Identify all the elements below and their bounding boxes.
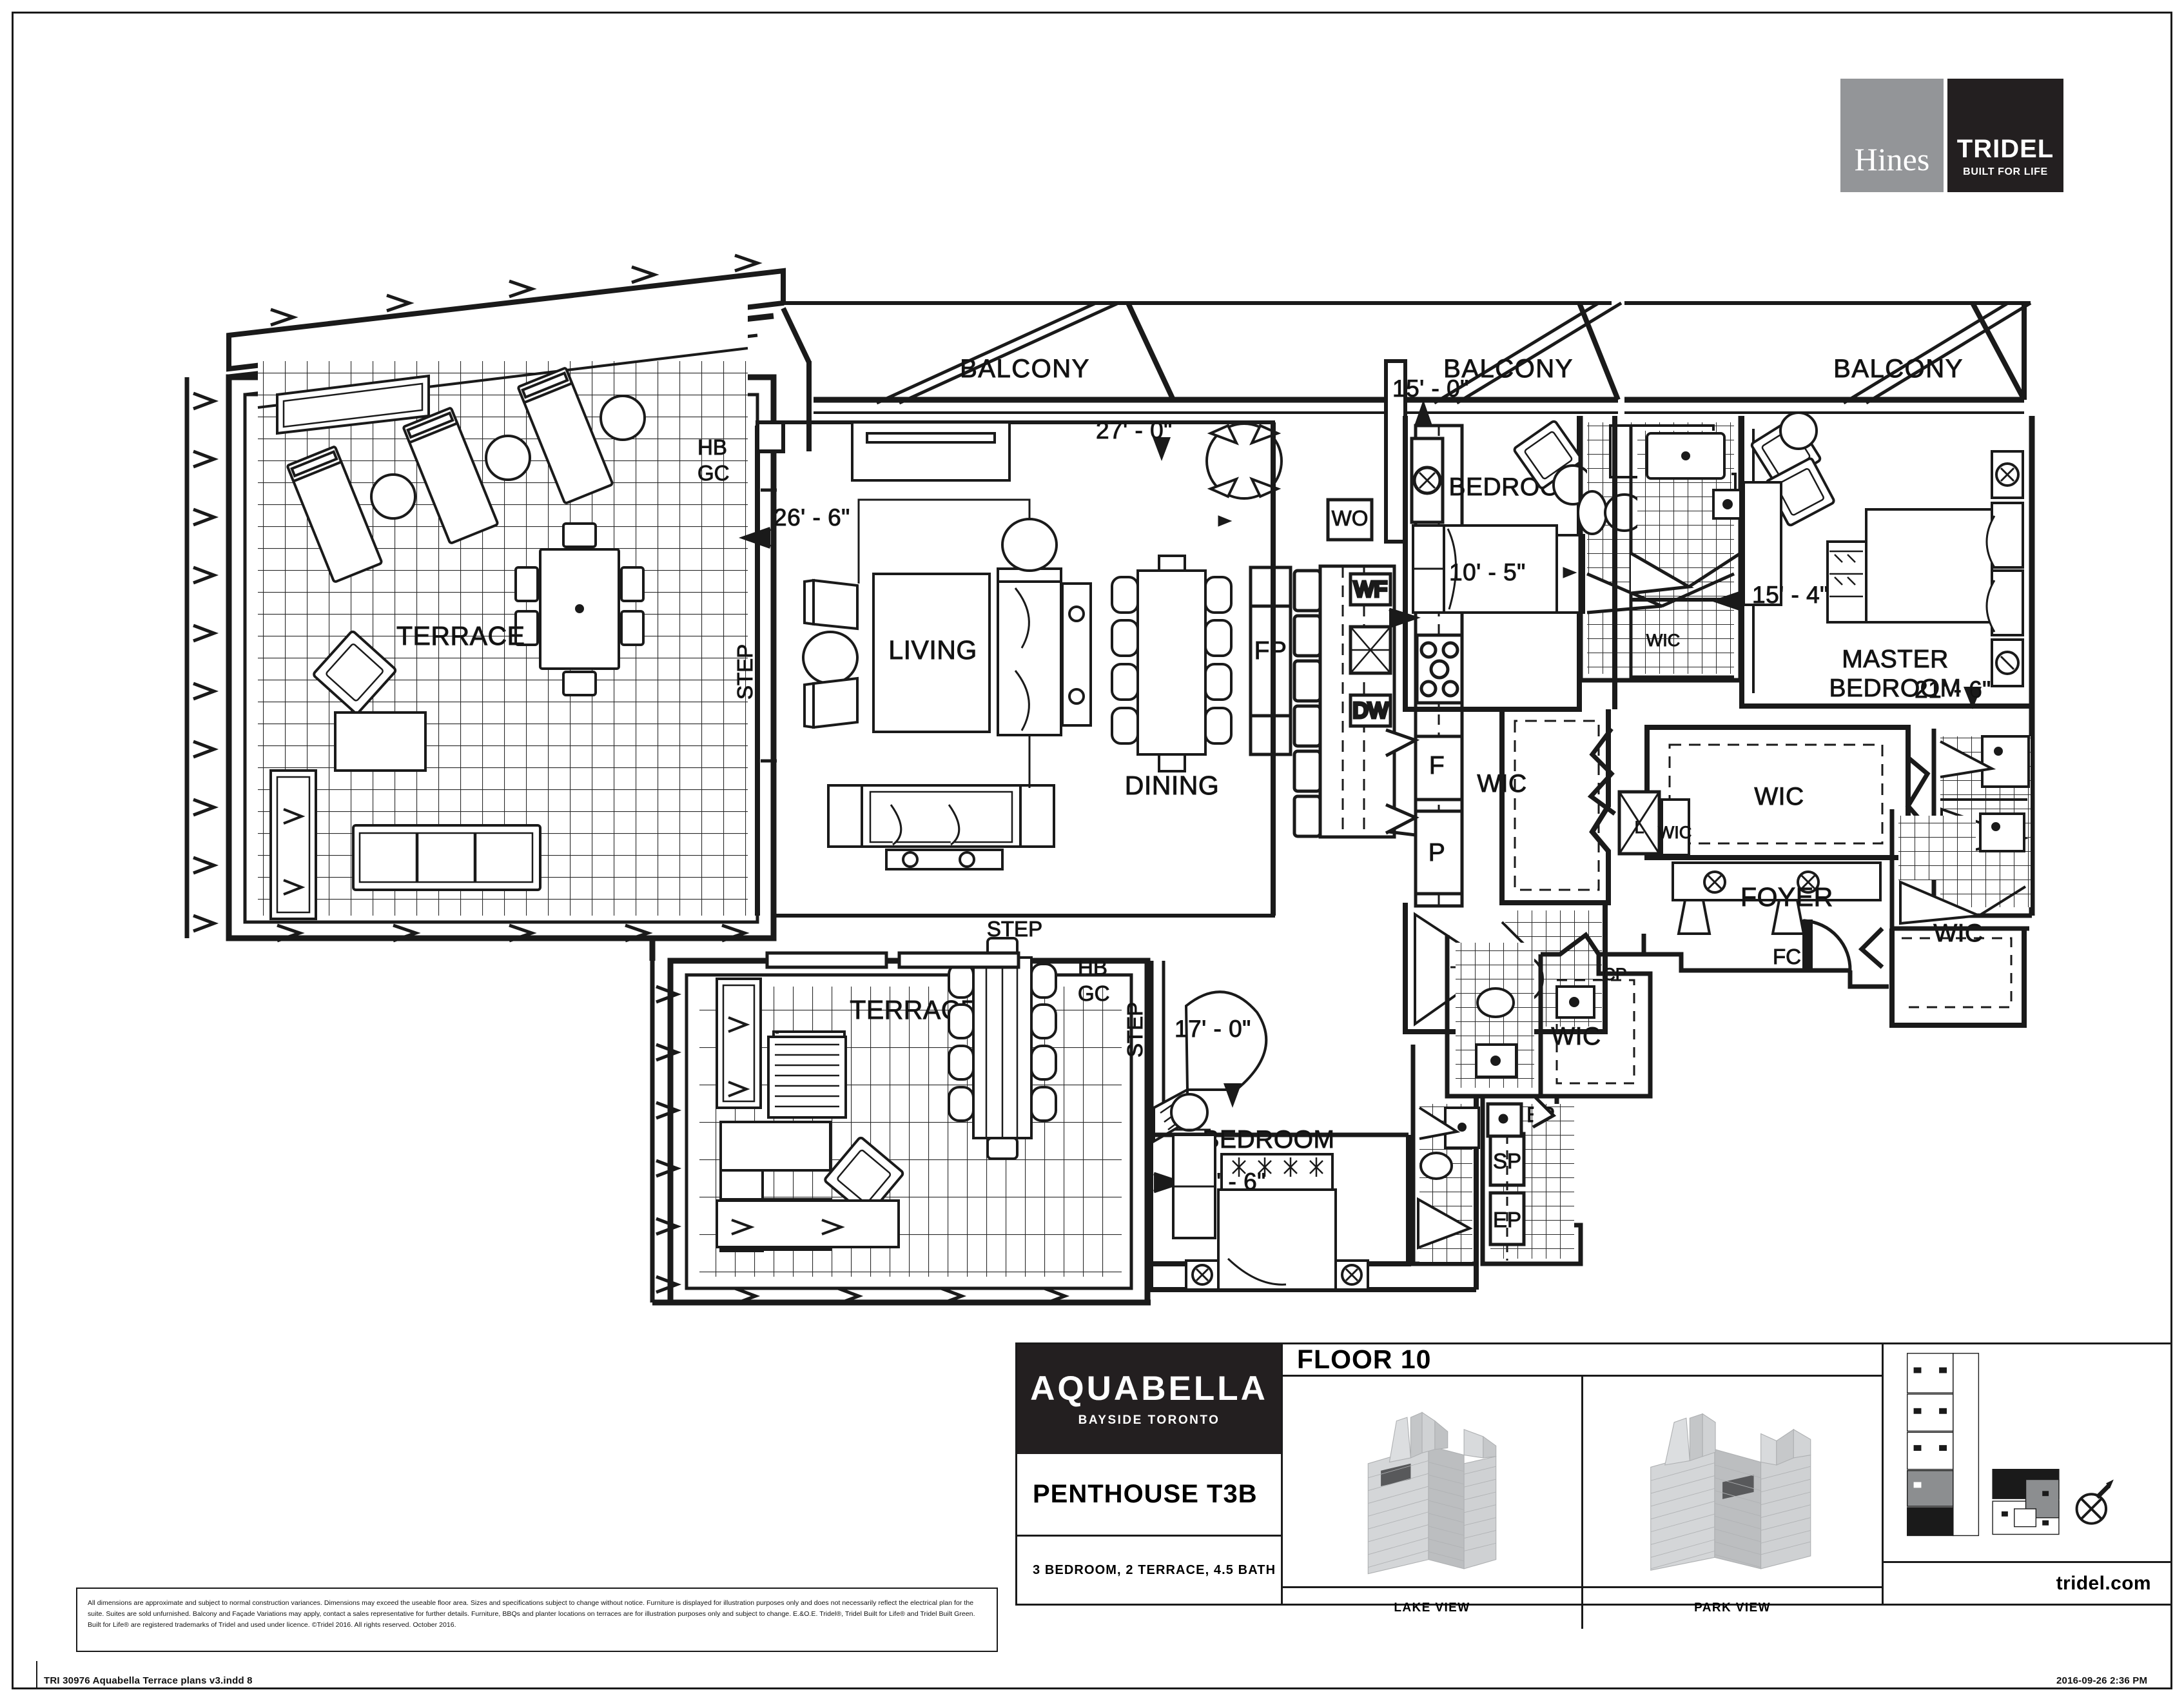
website-row: tridel.com — [1884, 1561, 2170, 1604]
annotation-step-3: STEP — [1123, 1002, 1147, 1057]
annotation-step-1: STEP — [733, 644, 757, 700]
cp-label: CP — [1603, 965, 1627, 984]
unit-description-row: 3 BEDROOM, 2 TERRACE, 4.5 BATH — [1017, 1537, 1281, 1604]
tridel-logo-tagline: BUILT FOR LIFE — [1963, 166, 2048, 177]
disclaimer-text: All dimensions are approximate and subje… — [88, 1599, 975, 1629]
wic-label-1: WIC — [1477, 770, 1526, 798]
annotation-fireplace: FP — [1254, 637, 1287, 665]
building-render-lake — [1283, 1377, 1581, 1586]
wic-label-2: WIC — [1646, 631, 1680, 650]
footer-timestamp: 2016-09-26 2:36 PM — [2056, 1675, 2148, 1686]
wic-label-4: WIC — [1933, 919, 1983, 947]
page-border — [12, 12, 2172, 1689]
dimension-bedroom2-depth: 10' - 5" — [1449, 559, 1526, 585]
annotation-washer: SP — [1493, 1149, 1521, 1173]
unit-name-row: PENTHOUSE T3B — [1017, 1454, 1281, 1537]
direction-arrow-1 — [1218, 515, 1232, 527]
tridel-logo: TRIDEL BUILT FOR LIFE — [1947, 79, 2063, 192]
render-cell-lake: LAKE VIEW — [1283, 1377, 1583, 1629]
room-label-master-line1: MASTER — [1842, 645, 1949, 673]
logo-group: Hines TRIDEL BUILT FOR LIFE — [1840, 79, 2063, 192]
annotation-hb-1: HB — [697, 435, 727, 459]
render-caption-lake-row: LAKE VIEW — [1283, 1586, 1581, 1629]
project-brand: AQUABELLA BAYSIDE TORONTO — [1017, 1344, 1281, 1454]
render-row: LAKE VIEW — [1283, 1377, 1882, 1629]
building-render-park — [1583, 1377, 1882, 1586]
dimension-balcony-1: 27' - 0" — [1096, 417, 1173, 444]
footer-file-name: TRI 30976 Aquabella Terrace plans v3.ind… — [44, 1675, 253, 1686]
floor-label: FLOOR 10 — [1297, 1344, 1432, 1374]
annotation-sp: FC — [1773, 945, 1801, 968]
annotation-dryer: EP — [1493, 1208, 1521, 1232]
render-caption-park-row: PARK VIEW — [1583, 1586, 1882, 1629]
key-plan — [1884, 1344, 2170, 1561]
annotation-gc-1: GC — [697, 461, 730, 485]
dimension-master-depth: 21' - 6" — [1915, 676, 1991, 703]
dimension-bedroom3-width: 17' - 0" — [1175, 1016, 1251, 1042]
room-label-master-line2: BEDROOM — [1829, 674, 1961, 702]
hines-logo-text: Hines — [1854, 141, 1930, 177]
floor-label-row: FLOOR 10 — [1283, 1344, 1882, 1377]
balcony-label-1: BALCONY — [960, 355, 1090, 383]
render-cell-park: PARK VIEW — [1583, 1377, 1882, 1629]
footer-divider — [36, 1661, 37, 1689]
project-subtitle: BAYSIDE TORONTO — [1078, 1413, 1220, 1427]
wic-label-5: WIC — [1551, 1023, 1601, 1050]
room-label-bedroom-3: BEDROOM — [1202, 1126, 1334, 1154]
dimension-master-width: 15' - 4" — [1752, 582, 1829, 608]
title-block-middle: FLOOR 10 — [1283, 1344, 1882, 1629]
annotation-fan-coil: L — [1634, 818, 1644, 837]
annotation-pantry: P — [1428, 839, 1446, 867]
unit-name: PENTHOUSE T3B — [1033, 1480, 1258, 1508]
render-caption-lake: LAKE VIEW — [1394, 1601, 1470, 1615]
title-block-right: tridel.com — [1882, 1344, 2170, 1604]
tridel-logo-name: TRIDEL — [1956, 135, 2054, 163]
balcony-label-2: BALCONY — [1443, 355, 1574, 383]
annotation-dishwasher: DW — [1353, 698, 1389, 722]
website-url[interactable]: tridel.com — [2056, 1572, 2151, 1594]
title-block-left: AQUABELLA BAYSIDE TORONTO PENTHOUSE T3B … — [1017, 1344, 1283, 1604]
annotation-fridge: F — [1429, 752, 1445, 780]
dimension-bedroom2-width: 15' - 0" — [1392, 375, 1469, 402]
render-caption-park: PARK VIEW — [1694, 1601, 1771, 1615]
annotation-hb-2: HB — [1078, 956, 1107, 979]
wic-label-3: WIC — [1754, 783, 1804, 811]
room-label-dining: DINING — [1125, 771, 1220, 800]
foyer-label: FOYER — [1740, 882, 1833, 912]
room-label-terrace-upper: TERRACE — [396, 621, 525, 651]
hines-logo: Hines — [1840, 79, 1944, 192]
room-label-living: LIVING — [888, 635, 977, 665]
annotation-wine-fridge: WF — [1354, 577, 1387, 601]
balcony-label-3: BALCONY — [1833, 355, 1964, 383]
title-block: AQUABELLA BAYSIDE TORONTO PENTHOUSE T3B … — [1015, 1342, 2172, 1629]
annotation-gc-2: GC — [1078, 981, 1110, 1005]
disclaimer-box: All dimensions are approximate and subje… — [76, 1588, 998, 1652]
annotation-linen: WIC — [1658, 823, 1692, 842]
project-name: AQUABELLA — [1030, 1369, 1268, 1408]
unit-description: 3 BEDROOM, 2 TERRACE, 4.5 BATH — [1033, 1562, 1276, 1577]
dimension-living-width: 26' - 6" — [774, 504, 850, 531]
annotation-wall-oven: WO — [1332, 506, 1369, 530]
